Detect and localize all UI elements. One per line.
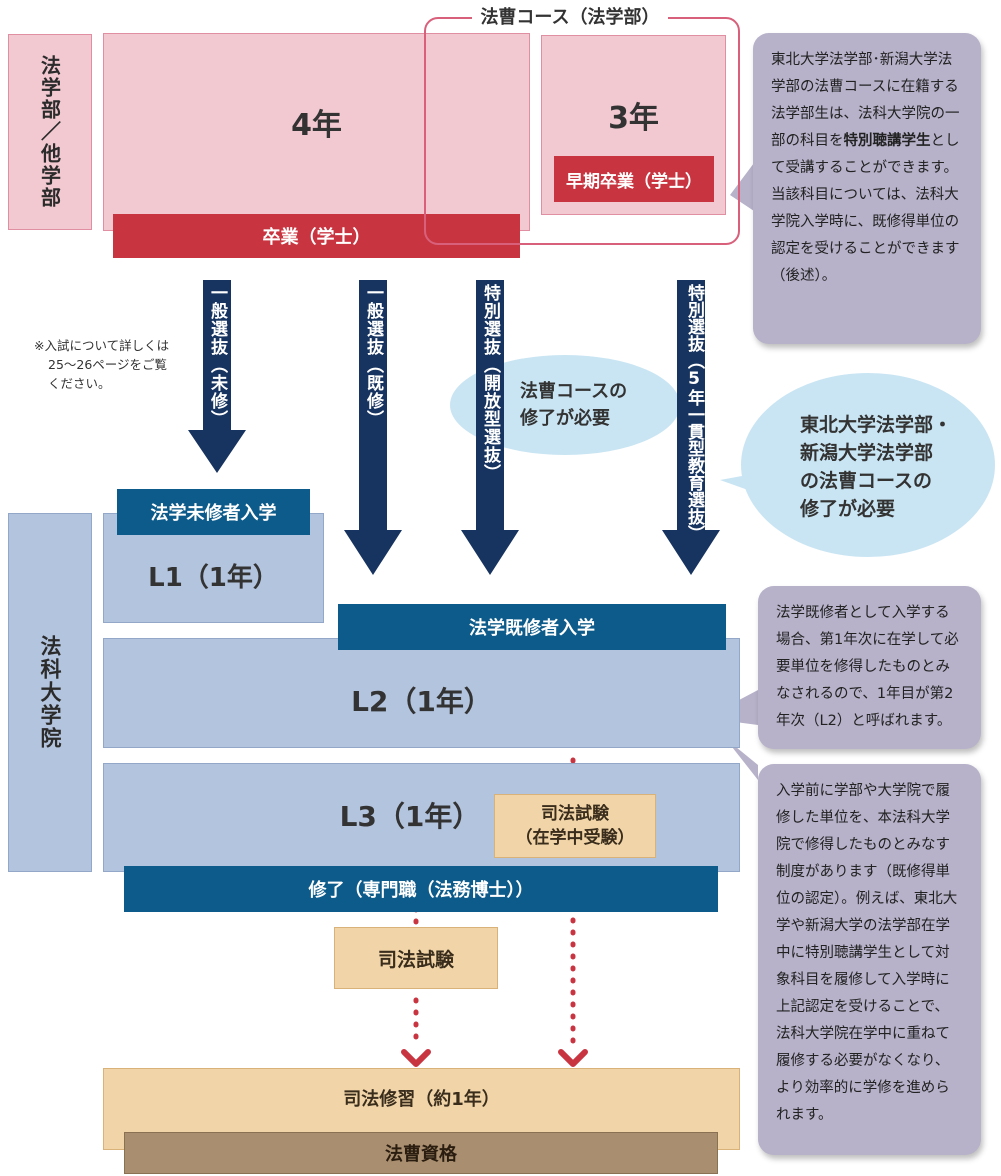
undergrad-side-label-text: 法学部／他学部 bbox=[37, 55, 62, 209]
bubble-tohoku-required-line: 東北大学法学部・ bbox=[800, 414, 953, 436]
law-course-title: 法曹コース（法学部） bbox=[472, 6, 668, 30]
four-year-box: 4年 bbox=[103, 33, 530, 231]
route-special-five-year-text: 特別選抜（5年一貫型教育選抜） bbox=[684, 284, 704, 542]
qualification-label: 法曹資格 bbox=[385, 1144, 457, 1165]
completion-label: 修了（専門職（法務博士）） bbox=[308, 880, 534, 901]
exam-info-note-line: ください。 bbox=[48, 376, 111, 391]
route-general-unstudied: 一般選抜（未修） bbox=[203, 284, 231, 434]
exam-info-note-line: 25〜26ページをご覧 bbox=[48, 357, 168, 372]
undergrad-side-label: 法学部／他学部 bbox=[8, 34, 92, 230]
bubble-tohoku-required-shape bbox=[741, 373, 995, 557]
note-special-auditor-text-2: として受講することができます。当該科目については、法科大学院入学時に、既修得単位… bbox=[771, 133, 960, 284]
route-special-open: 特別選抜（開放型選抜） bbox=[476, 284, 504, 504]
bubble-tohoku-required-line: の法曹コースの bbox=[800, 470, 933, 492]
graduation-bar: 卒業（学士） bbox=[113, 214, 520, 258]
bubble-tohoku-required: 東北大学法学部・ 新潟大学法学部 の法曹コースの 修了が必要 bbox=[800, 411, 980, 523]
bar-exam-in-school-line: （在学中受験） bbox=[515, 828, 635, 848]
bubble-course-required-line: 法曹コースの bbox=[520, 381, 628, 402]
grad-side-label-text: 法科大学院 bbox=[38, 635, 62, 750]
l2-box: L2（1年） bbox=[103, 638, 740, 748]
note-credit-recognition: 入学前に学部や大学院で履修した単位を、本法科大学院で修得したものとみなす制度があ… bbox=[758, 764, 981, 1155]
note-special-auditor: 東北大学法学部･新潟大学法学部の法曹コースに在籍する法学部生は、法科大学院の一部… bbox=[753, 33, 981, 344]
studied-entry-label: 法学既修者入学 bbox=[469, 618, 595, 639]
bar-exam-label: 司法試験 bbox=[377, 948, 454, 971]
four-year-label: 4年 bbox=[291, 108, 342, 143]
three-year-label: 3年 bbox=[608, 101, 659, 136]
note-tail-credit bbox=[725, 738, 758, 780]
l3-label-wrap: L3（1年） bbox=[335, 790, 485, 840]
route-arrow-general-studied bbox=[344, 280, 402, 575]
completion-bar: 修了（専門職（法務博士）） bbox=[124, 866, 718, 912]
route-general-unstudied-text: 一般選抜（未修） bbox=[207, 284, 227, 428]
note-studied-entrant-text: 法学既修者として入学する場合、第1年次に在学して必要単位を修得したものとみなされ… bbox=[776, 605, 959, 729]
bubble-course-required-shape bbox=[450, 355, 680, 455]
chevron-icon bbox=[558, 1049, 588, 1067]
note-special-auditor-bold: 特別聴講学生 bbox=[843, 133, 931, 149]
note-tail-auditor bbox=[730, 155, 760, 215]
early-graduation-bar: 早期卒業（学士） bbox=[554, 156, 714, 202]
note-special-auditor-text-1: 東北大学法学部･新潟大学法学部の法曹コースに在籍する法学部生は、法科大学院の一部… bbox=[771, 52, 960, 149]
bubble-tohoku-required-line: 新潟大学法学部 bbox=[800, 442, 934, 464]
bar-exam-box: 司法試験 bbox=[334, 927, 498, 989]
unstudied-entry-bar: 法学未修者入学 bbox=[117, 489, 310, 535]
law-course-outline bbox=[424, 17, 740, 245]
graduation-label: 卒業（学士） bbox=[262, 227, 371, 248]
note-credit-recognition-text: 入学前に学部や大学院で履修した単位を、本法科大学院で修得したものとみなす制度があ… bbox=[776, 783, 958, 1123]
early-graduation-label: 早期卒業（学士） bbox=[566, 171, 702, 192]
bubble-course-required-line: 修了が必要 bbox=[520, 408, 610, 429]
route-special-open-text: 特別選抜（開放型選抜） bbox=[480, 284, 500, 482]
route-arrow-special-five-year bbox=[662, 280, 720, 575]
route-general-studied-text: 一般選抜（既修） bbox=[363, 284, 383, 428]
l3-label: L3（1年） bbox=[339, 800, 481, 833]
route-general-studied: 一般選抜（既修） bbox=[359, 284, 387, 434]
bubble-course-required: 法曹コースの 修了が必要 bbox=[520, 378, 660, 432]
note-studied-entrant: 法学既修者として入学する場合、第1年次に在学して必要単位を修得したものとみなされ… bbox=[758, 586, 981, 749]
legal-training-label: 司法修習（約1年） bbox=[343, 1089, 500, 1110]
qualification-bar: 法曹資格 bbox=[124, 1132, 718, 1174]
exam-info-note: ※入試について詳しくは 25〜26ページをご覧 ください。 bbox=[34, 336, 204, 393]
chevron-icon bbox=[401, 1049, 431, 1067]
route-arrow-general-unstudied bbox=[188, 280, 246, 473]
studied-entry-bar: 法学既修者入学 bbox=[338, 604, 726, 650]
bubble-tohoku-required-line: 修了が必要 bbox=[800, 498, 896, 520]
route-special-five-year: 特別選抜（5年一貫型教育選抜） bbox=[677, 284, 705, 584]
route-arrow-special-open bbox=[461, 280, 519, 575]
l1-label: L1（1年） bbox=[148, 562, 279, 593]
unstudied-entry-label: 法学未修者入学 bbox=[150, 503, 277, 524]
exam-info-note-line: ※入試について詳しくは bbox=[34, 338, 170, 353]
l2-label: L2（1年） bbox=[351, 685, 492, 718]
bar-exam-in-school-line: 司法試験 bbox=[541, 804, 609, 824]
grad-side-label: 法科大学院 bbox=[8, 513, 92, 872]
law-course-title-text: 法曹コース（法学部） bbox=[480, 7, 660, 28]
bar-exam-in-school: 司法試験 （在学中受験） bbox=[494, 794, 656, 858]
